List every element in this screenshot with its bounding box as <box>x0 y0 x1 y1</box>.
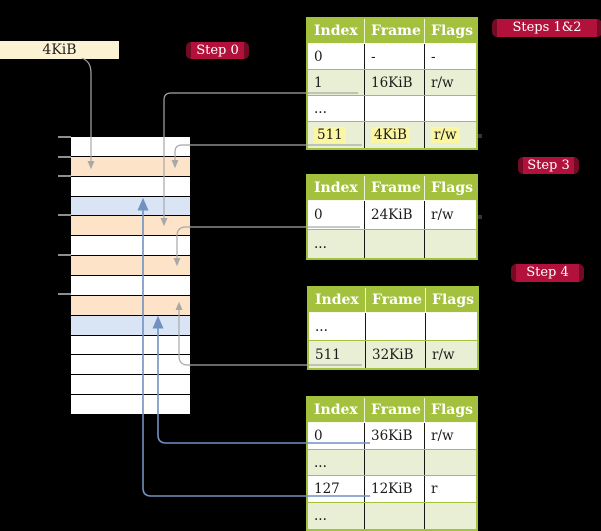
physical-memory-column <box>71 137 190 415</box>
table-row: ... <box>309 312 477 340</box>
badge-steps-1-2: Steps 1&2 <box>492 19 601 37</box>
table-cell: 0 <box>308 423 365 449</box>
table-header-row: Index Frame Flags <box>308 398 476 422</box>
memory-tick <box>58 254 71 256</box>
table-cell: ... <box>309 313 366 340</box>
table-cell: ... <box>308 96 365 121</box>
header-index: Index <box>309 288 366 312</box>
table-cell: r/w <box>425 122 476 148</box>
table-cell <box>366 313 426 340</box>
connector-stub <box>477 215 482 219</box>
memory-tick <box>58 293 71 295</box>
memory-frame-row <box>71 137 190 156</box>
badge-step-3: Step 3 <box>518 157 579 174</box>
table-row: ... <box>308 229 476 258</box>
header-flags: Flags <box>426 288 477 312</box>
table-row: 1 16KiB r/w <box>308 69 476 95</box>
header-index: Index <box>308 398 365 422</box>
memory-frame-row <box>71 314 190 335</box>
memory-tick <box>58 175 71 177</box>
highlight-mark: 4KiB <box>371 127 410 143</box>
memory-frame-row <box>71 175 190 196</box>
table-row: 0 24KiB r/w <box>308 200 476 229</box>
memory-frame-row <box>71 354 190 375</box>
table-cell: r/w <box>432 346 455 363</box>
memory-frame-row <box>71 195 190 216</box>
header-frame: Frame <box>365 398 425 422</box>
memory-tick <box>58 156 71 158</box>
table-cell: 36KiB <box>365 423 425 449</box>
badge-step-0: Step 0 <box>186 42 249 59</box>
table-cell: ... <box>308 450 365 475</box>
header-frame: Frame <box>365 19 425 43</box>
table-cell: - <box>365 44 425 69</box>
table-cell: 4KiB <box>365 122 425 148</box>
table-cell: 1 <box>308 70 365 95</box>
table-row: ... <box>308 449 476 475</box>
table-cell <box>365 450 425 475</box>
table-row: ... <box>308 95 476 121</box>
table-cell: 0 <box>308 201 365 229</box>
connector-stub <box>477 134 482 138</box>
table-cell <box>426 313 477 340</box>
table-row: ... <box>308 502 476 529</box>
table-cell: 127 <box>308 476 365 502</box>
header-frame: Frame <box>365 176 425 200</box>
table-row-highlighted: 511 4KiB r/w <box>308 121 476 148</box>
header-index: Index <box>308 19 365 43</box>
table-row: 0 36KiB r/w <box>308 422 476 449</box>
table-cell: 16KiB <box>365 70 425 95</box>
memory-frame-row <box>71 235 190 256</box>
table-cell <box>365 503 425 529</box>
frame-size-label: 4KiB <box>0 41 119 59</box>
table-cell <box>365 230 425 258</box>
table-header-row: Index Frame Flags <box>308 176 476 200</box>
page-table-level-3: Index Frame Flags ... 511 32KiB r/w <box>307 286 479 370</box>
table-cell: 24KiB <box>365 201 425 229</box>
table-cell: 12KiB <box>365 476 425 502</box>
table-cell <box>425 230 476 258</box>
header-flags: Flags <box>425 176 476 200</box>
header-flags: Flags <box>425 19 476 43</box>
table-cell: 32KiB <box>366 341 426 368</box>
table-cell: - <box>431 48 436 65</box>
table-row: 127 12KiB r <box>308 475 476 502</box>
header-index: Index <box>308 176 365 200</box>
table-cell: 511 <box>309 341 366 368</box>
table-row: 511 32KiB r/w <box>309 340 477 368</box>
memory-frame-row <box>71 374 190 395</box>
memory-frame-row <box>71 334 190 355</box>
table-cell: r/w <box>431 207 454 223</box>
memory-tick <box>58 214 71 216</box>
table-row: 0 - - <box>308 43 476 69</box>
badge-step-4: Step 4 <box>511 264 584 282</box>
page-table-level-2: Index Frame Flags 0 24KiB r/w ... <box>306 174 478 260</box>
table-cell: r <box>431 481 438 497</box>
table-cell: r/w <box>431 74 454 91</box>
header-frame: Frame <box>366 288 426 312</box>
memory-frame-row <box>71 294 190 315</box>
memory-frame-row <box>71 275 190 295</box>
table-cell: 0 <box>308 44 365 69</box>
table-cell: 511 <box>308 122 365 148</box>
table-cell <box>365 96 425 121</box>
table-cell: ... <box>308 230 365 258</box>
table-cell <box>425 450 476 475</box>
memory-tick <box>58 136 71 138</box>
table-header-row: Index Frame Flags <box>308 19 476 43</box>
table-cell <box>425 96 476 121</box>
highlight-mark: 511 <box>314 127 346 143</box>
table-cell: ... <box>308 503 365 529</box>
table-cell <box>425 503 476 529</box>
memory-frame-row <box>71 255 190 276</box>
page-table-level-4: Index Frame Flags 0 36KiB r/w ... 127 12… <box>306 396 478 531</box>
memory-frame-row <box>71 155 190 176</box>
highlight-mark: r/w <box>431 127 460 143</box>
header-flags: Flags <box>425 398 476 422</box>
memory-frame-row <box>71 394 190 415</box>
page-table-level-1: Index Frame Flags 0 - - 1 16KiB r/w ... … <box>306 17 478 150</box>
table-header-row: Index Frame Flags <box>309 288 477 312</box>
table-cell: r/w <box>431 428 454 444</box>
memory-frame-row <box>71 215 190 236</box>
